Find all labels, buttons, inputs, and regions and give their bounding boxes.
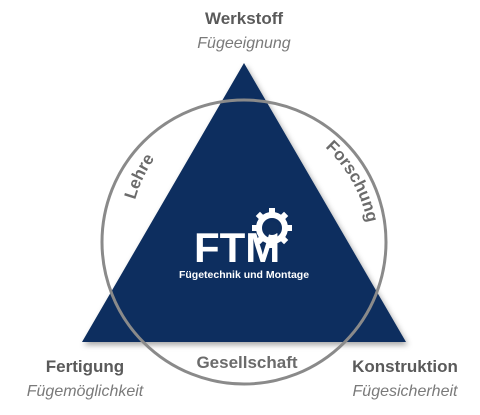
corner-bottom-right-title: Konstruktion (352, 357, 458, 376)
circle-ring (100, 98, 388, 386)
corner-bottom-left-title: Fertigung (46, 357, 124, 376)
circle-label-bottom: Gesellschaft (196, 353, 297, 372)
triangle (82, 63, 406, 342)
ftm-logo: FTM Fügetechnik und Montage (179, 208, 309, 281)
corner-bottom-right-subtitle: Fügesicherheit (353, 383, 459, 400)
circle-label-left-text: Lehre (121, 150, 158, 201)
corner-top-subtitle: Fügeeignung (197, 35, 291, 52)
circle-label-left: Lehre (121, 150, 158, 201)
gear-icon (252, 208, 292, 248)
corner-bottom-left-subtitle: Fügemöglichkeit (27, 383, 144, 400)
corner-top-title: Werkstoff (205, 9, 283, 28)
logo-main-text: FTM (194, 224, 280, 271)
logo-subtitle: Fügetechnik und Montage (179, 269, 309, 281)
